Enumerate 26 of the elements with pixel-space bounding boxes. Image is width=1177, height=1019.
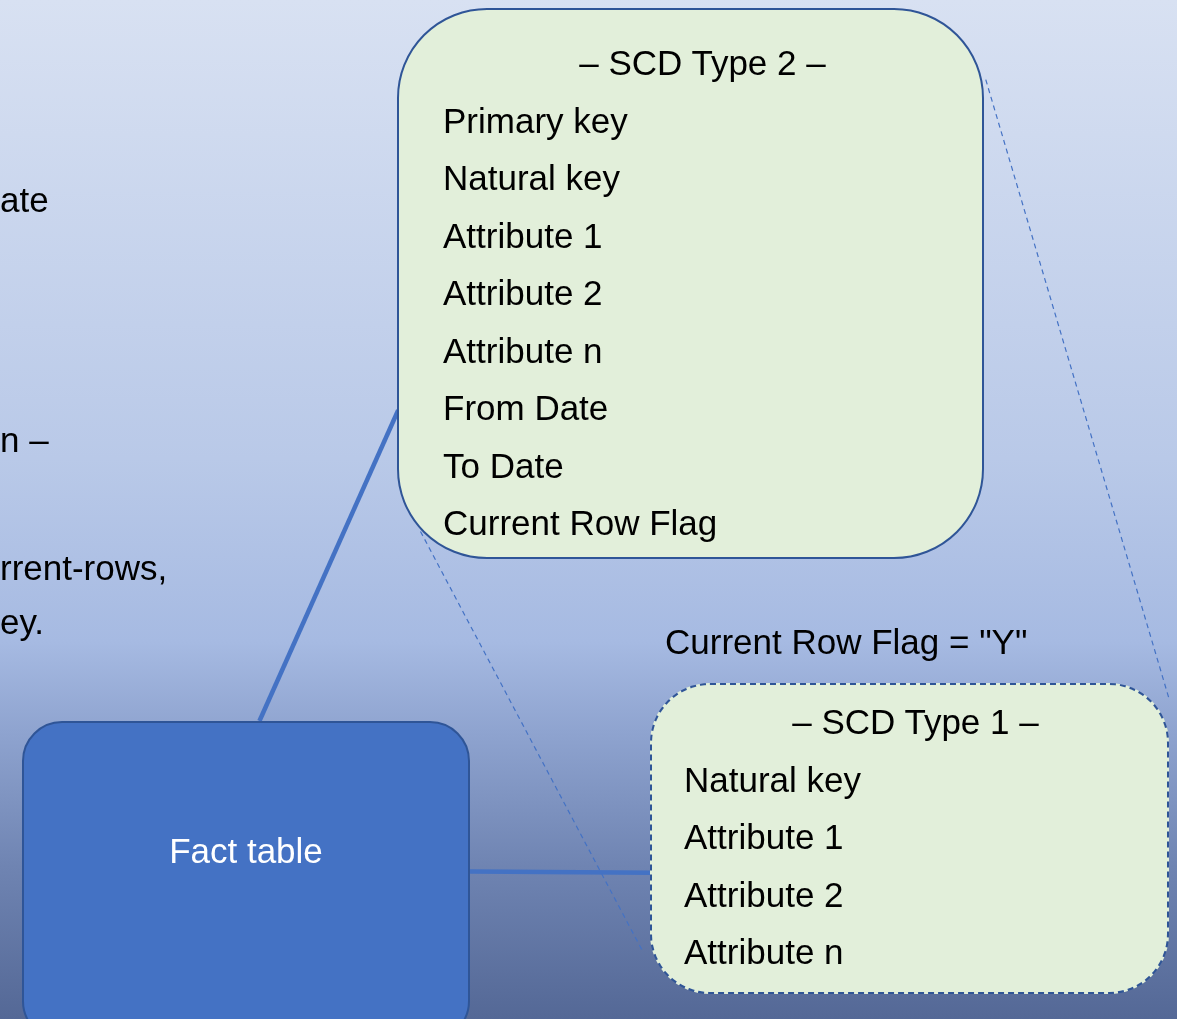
column-name: Attribute 1 bbox=[443, 214, 604, 257]
dimension-table-box bbox=[397, 8, 984, 559]
table-heading: – SCD Type 2 – bbox=[578, 42, 827, 84]
column-name: Attribute 2 bbox=[684, 873, 845, 916]
connector-line bbox=[470, 869, 652, 875]
column-name: From Date bbox=[443, 387, 610, 429]
column-name: Attribute n bbox=[443, 329, 604, 372]
text-fragment: ey. bbox=[0, 601, 45, 643]
text-fragment: rrent-rows, bbox=[0, 547, 168, 589]
column-name: Attribute 1 bbox=[684, 816, 845, 858]
column-name: Attribute 2 bbox=[443, 272, 604, 314]
column-name: Attribute n bbox=[684, 931, 845, 973]
table-heading: – SCD Type 1 – bbox=[791, 701, 1040, 743]
text-fragment: ate bbox=[0, 179, 49, 221]
dashed-projection-line bbox=[985, 79, 1170, 700]
column-name: Natural key bbox=[443, 157, 622, 199]
dashed-projection-line bbox=[419, 530, 643, 952]
filter-condition: Current Row Flag = "Y" bbox=[665, 621, 1028, 663]
text-fragment: n – bbox=[0, 419, 49, 461]
column-name: Current Row Flag bbox=[443, 502, 719, 544]
column-name: Natural key bbox=[684, 758, 863, 801]
fact-table-box bbox=[22, 721, 470, 1019]
table-name: Fact table bbox=[169, 830, 323, 873]
column-name: Primary key bbox=[443, 99, 629, 142]
column-name: To Date bbox=[443, 444, 565, 487]
dimension-table-box bbox=[650, 683, 1169, 994]
